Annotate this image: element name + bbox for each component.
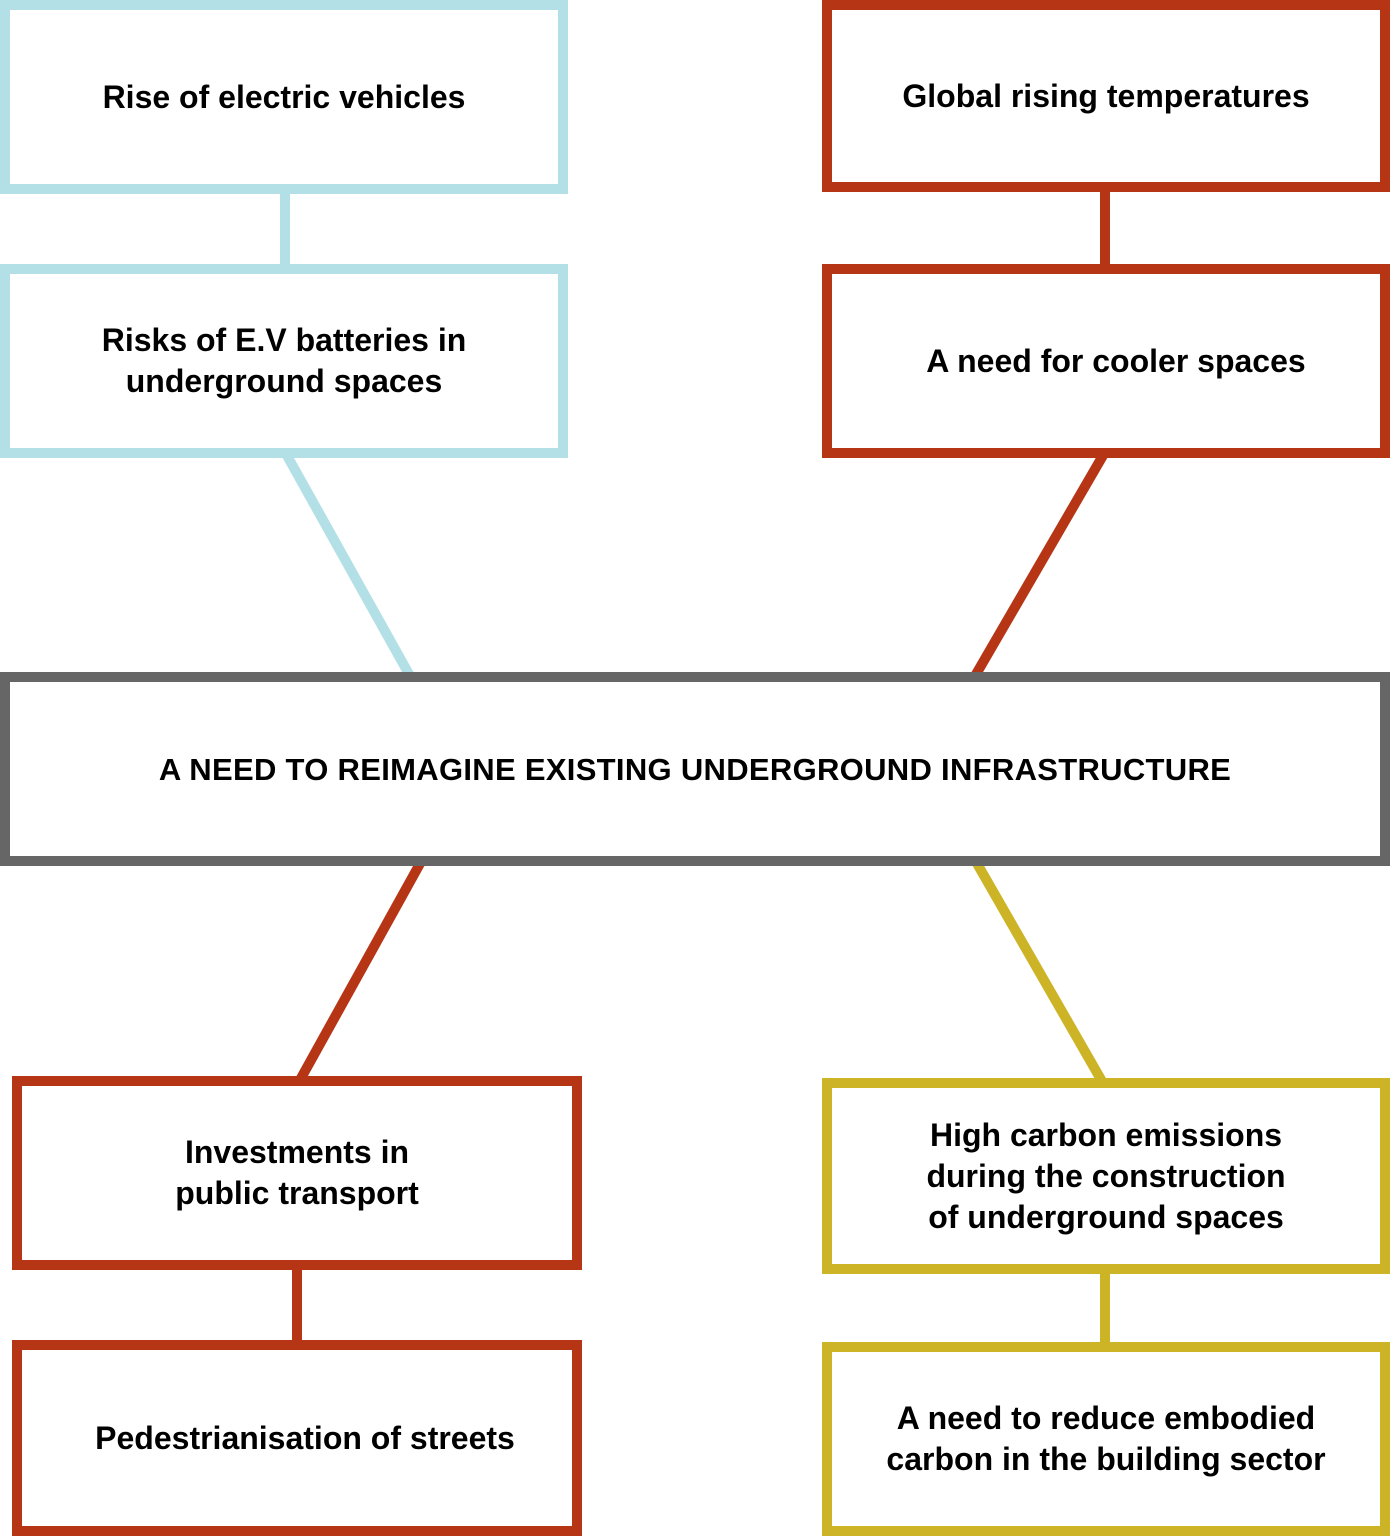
box-high-carbon-emissions: High carbon emissions during the constru…: [822, 1078, 1390, 1274]
box-label: A need for cooler spaces: [926, 342, 1306, 379]
central-label: A NEED TO REIMAGINE EXISTING UNDERGROUND…: [158, 751, 1232, 787]
connector-central-to-carbon: [970, 857, 1108, 1086]
box-need-for-cooler-spaces: A need for cooler spaces: [822, 264, 1390, 458]
box-label: Rise of electric vehicles: [102, 78, 466, 115]
box-label: Global rising temperatures: [902, 77, 1310, 114]
box-label: Risks of E.V batteries in underground sp…: [101, 322, 467, 399]
box-risks-of-ev-batteries: Risks of E.V batteries in underground sp…: [0, 264, 568, 458]
box-reduce-embodied-carbon: A need to reduce embodied carbon in the …: [822, 1342, 1390, 1536]
box-label: Pedestrianisation of streets: [95, 1419, 515, 1456]
box-pedestrianisation-of-streets: Pedestrianisation of streets: [12, 1340, 582, 1536]
box-label: Investments in public transport: [175, 1134, 419, 1211]
connector-central-to-transport: [295, 857, 427, 1083]
connector-ev-to-central: [280, 449, 415, 679]
box-label: High carbon emissions during the constru…: [926, 1116, 1286, 1235]
box-global-rising-temperatures: Global rising temperatures: [822, 0, 1390, 192]
box-central-reimagine-infrastructure: A NEED TO REIMAGINE EXISTING UNDERGROUND…: [0, 672, 1390, 866]
box-investments-in-public-transport: Investments in public transport: [12, 1076, 582, 1270]
connector-temperature-to-central: [970, 449, 1110, 679]
box-rise-of-electric-vehicles: Rise of electric vehicles: [0, 0, 568, 194]
box-label: A need to reduce embodied carbon in the …: [886, 1400, 1326, 1477]
